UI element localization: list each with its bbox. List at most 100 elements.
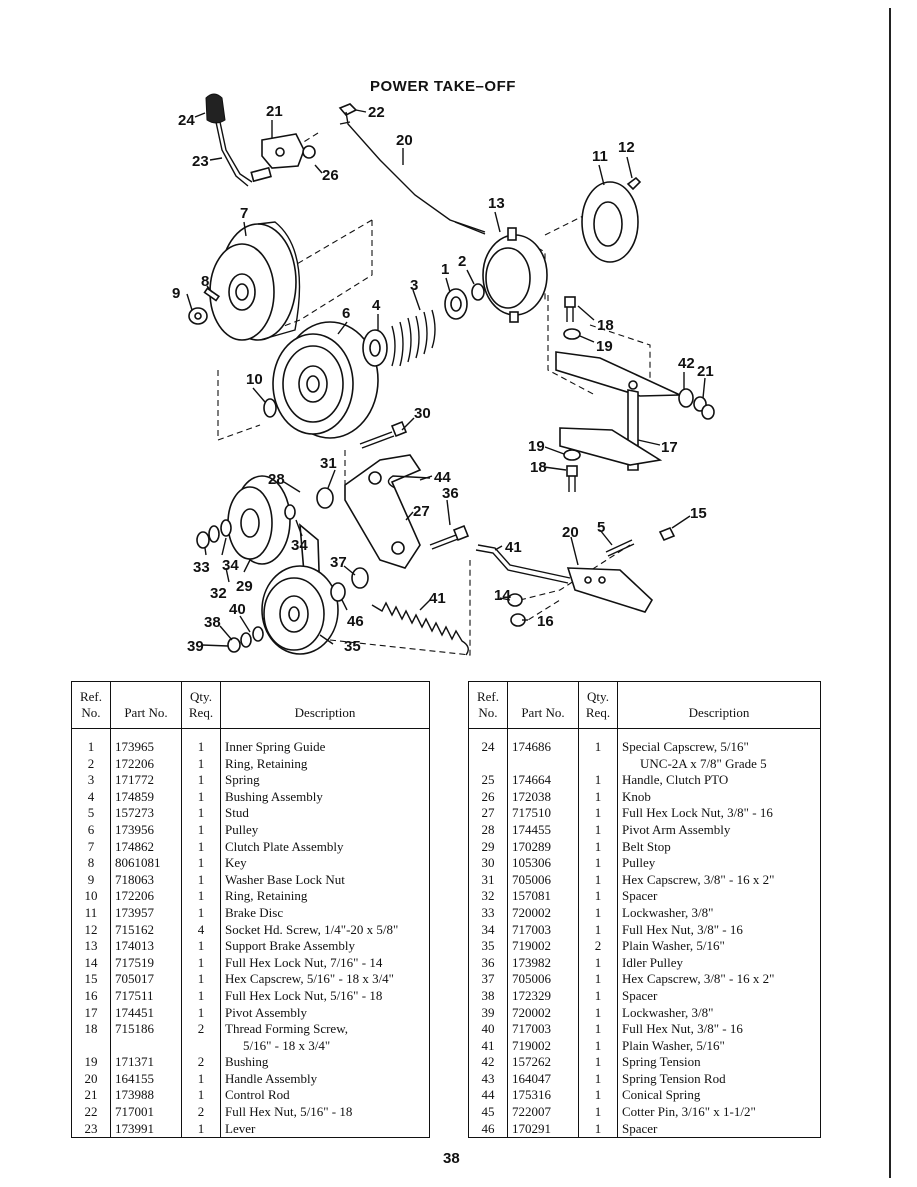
callout-45: 44 bbox=[434, 469, 451, 486]
description-cell: Full Hex Nut, 3/8" - 16 bbox=[617, 1021, 821, 1038]
description-cell: Clutch Plate Assembly bbox=[220, 838, 430, 856]
ref-cell: 34 bbox=[468, 921, 508, 939]
qty-cell: 1 bbox=[181, 821, 221, 839]
qty-cell: 1 bbox=[578, 1120, 618, 1139]
part-no-cell bbox=[110, 1037, 182, 1055]
callout-1: 1 bbox=[441, 261, 449, 278]
description-cell: Plain Washer, 5/16" bbox=[617, 1037, 821, 1055]
description-cell: Stud bbox=[220, 805, 430, 822]
pivot-arm-assembly-part bbox=[344, 454, 422, 569]
callout-24: 22 bbox=[368, 104, 385, 121]
part-no-cell: 172206 bbox=[110, 888, 182, 905]
part-no-cell: 174455 bbox=[507, 821, 579, 839]
qty-cell: 2 bbox=[181, 1054, 221, 1071]
ref-cell: 17 bbox=[71, 1004, 111, 1022]
part-no-cell: 175316 bbox=[507, 1087, 579, 1105]
description-cell: Belt Stop bbox=[617, 838, 821, 856]
callout-30: 29 bbox=[236, 578, 253, 595]
part-no-cell: 174686 bbox=[507, 728, 579, 756]
ref-cell: 36 bbox=[468, 954, 508, 972]
qty-cell: 1 bbox=[578, 1037, 618, 1055]
qty-cell: 1 bbox=[578, 855, 618, 872]
description-cell: Ring, Retaining bbox=[220, 755, 430, 773]
pivot-assembly-part bbox=[555, 351, 681, 471]
ref-cell: 45 bbox=[468, 1104, 508, 1121]
part-no-cell: 170291 bbox=[507, 1120, 579, 1139]
qty-cell: 1 bbox=[181, 888, 221, 905]
qty-cell bbox=[181, 1037, 221, 1055]
ref-cell: 23 bbox=[71, 1120, 111, 1139]
callout-44: 42 bbox=[678, 355, 695, 372]
ref-cell: 46 bbox=[468, 1120, 508, 1139]
description-cell: Cotter Pin, 3/16" x 1-1/2" bbox=[617, 1104, 821, 1121]
page-edge-line bbox=[889, 8, 891, 1178]
header-ref: Ref.No. bbox=[71, 681, 111, 729]
table-row: 5/16" - 18 x 3/4" bbox=[71, 1037, 430, 1055]
part-no-cell: 173965 bbox=[110, 728, 182, 756]
description-cell: Brake Disc bbox=[220, 904, 430, 922]
part-no-cell: 157081 bbox=[507, 888, 579, 905]
description-cell: Key bbox=[220, 855, 430, 872]
ref-cell: 28 bbox=[468, 821, 508, 839]
ref-cell: 12 bbox=[71, 921, 111, 939]
qty-cell: 1 bbox=[578, 1087, 618, 1105]
callout-7: 7 bbox=[240, 205, 248, 222]
header-description: Description bbox=[220, 681, 430, 729]
description-cell: Support Brake Assembly bbox=[220, 938, 430, 955]
ref-cell: 22 bbox=[71, 1104, 111, 1121]
ref-cell: 37 bbox=[468, 971, 508, 988]
stud-and-hardware-parts bbox=[507, 526, 676, 627]
part-no-cell: 174451 bbox=[110, 1004, 182, 1022]
capscrew-31-part bbox=[359, 420, 408, 449]
callout-21: 20 bbox=[396, 132, 413, 149]
callout-42: 41 bbox=[429, 590, 446, 607]
part-no-cell: 717511 bbox=[110, 987, 182, 1005]
description-cell: Spacer bbox=[617, 888, 821, 905]
description-cell: Spring Tension Rod bbox=[617, 1070, 821, 1088]
part-no-cell: 173991 bbox=[110, 1120, 182, 1139]
pulley-6-part bbox=[272, 321, 379, 439]
ref-cell: 6 bbox=[71, 821, 111, 839]
part-no-cell: 718063 bbox=[110, 871, 182, 889]
part-no-cell: 173957 bbox=[110, 904, 182, 922]
header-part-no: Part No. bbox=[110, 681, 182, 729]
callout-leader-lines bbox=[186, 109, 706, 647]
ref-cell: 15 bbox=[71, 971, 111, 988]
part-no-cell: 171772 bbox=[110, 772, 182, 789]
ref-cell: 18 bbox=[71, 1021, 111, 1038]
description-cell: Full Hex Lock Nut, 7/16" - 14 bbox=[220, 954, 430, 972]
lower-screw-bushing-parts bbox=[563, 449, 581, 492]
callout-41: 40 bbox=[229, 601, 246, 618]
clutch-spring-parts bbox=[362, 283, 485, 367]
qty-cell: 4 bbox=[181, 921, 221, 939]
callout-4: 4 bbox=[372, 297, 381, 314]
qty-cell: 1 bbox=[578, 954, 618, 972]
qty-cell: 1 bbox=[181, 788, 221, 806]
description-cell: Knob bbox=[617, 788, 821, 806]
part-no-cell: 705006 bbox=[507, 871, 579, 889]
description-cell: Washer Base Lock Nut bbox=[220, 871, 430, 889]
ref-cell: 41 bbox=[468, 1037, 508, 1055]
cotter-pin-part bbox=[387, 475, 431, 489]
callout-36: 35 bbox=[344, 638, 361, 655]
part-no-cell: 164155 bbox=[110, 1070, 182, 1088]
header-qty: Qty.Req. bbox=[181, 681, 221, 729]
